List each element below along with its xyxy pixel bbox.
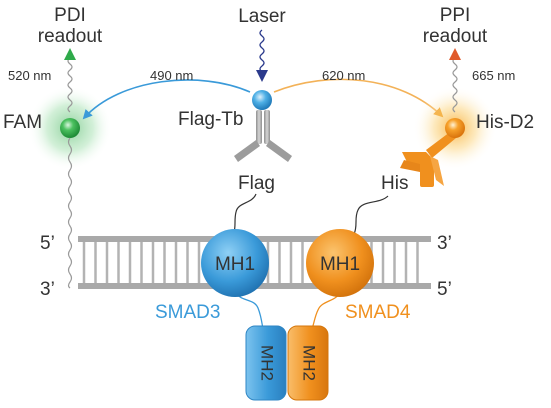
- fam-fluorophore: [60, 118, 80, 138]
- pdi-emission-arrowhead: [64, 48, 76, 60]
- fret-arrow-490: [82, 79, 251, 120]
- fret-arrow-620: [273, 78, 444, 118]
- ppi-readout-line1: PPI: [440, 5, 471, 26]
- his-label: His: [381, 173, 408, 194]
- flag-tag-linker: [233, 193, 257, 233]
- terbium-donor: [252, 90, 272, 110]
- mh2-left-label: MH2: [258, 345, 277, 381]
- pdi-readout-line2: readout: [38, 26, 103, 47]
- dna-top-right-end-label: 3’: [437, 233, 452, 254]
- smad4-mh2-domain: [287, 325, 329, 401]
- wavelength-620-label: 620 nm: [322, 68, 365, 83]
- smad4-mh1-domain: [306, 229, 374, 297]
- smad3-mh1-domain: [201, 229, 269, 297]
- smad4-label: SMAD4: [345, 302, 411, 323]
- ppi-readout-line2: readout: [423, 26, 488, 47]
- dna-bottom-left-end-label: 3’: [40, 279, 55, 300]
- dna-bottom-right-end-label: 5’: [437, 279, 452, 300]
- flag-tb-antibody: [234, 110, 292, 162]
- wavelength-665-label: 665 nm: [472, 68, 515, 83]
- fam-linker: [67, 137, 73, 289]
- laser-excitation-wave: [259, 29, 265, 73]
- laser-arrowhead: [256, 70, 268, 82]
- smad3-label: SMAD3: [155, 302, 220, 323]
- fam-label: FAM: [3, 112, 42, 133]
- his-d2-label: His-D2: [476, 112, 534, 133]
- ppi-emission-arrowhead: [449, 48, 461, 60]
- d2-acceptor: [445, 118, 465, 138]
- mh1-left-label: MH1: [215, 254, 255, 275]
- his-d2-antibody: [400, 132, 456, 187]
- wavelength-490-label: 490 nm: [150, 68, 193, 83]
- mh2-right-label: MH2: [300, 345, 319, 381]
- mh1-right-label: MH1: [320, 254, 360, 275]
- flag-label: Flag: [238, 173, 275, 194]
- laser-label: Laser: [238, 6, 286, 27]
- his-tag-linker: [353, 195, 389, 235]
- wavelength-520-label: 520 nm: [8, 68, 51, 83]
- ppi-emission-wave: [452, 57, 458, 113]
- dna-top-left-end-label: 5’: [40, 233, 55, 254]
- smad3-mh2-domain: [245, 325, 287, 401]
- pdi-emission-wave: [67, 57, 73, 113]
- pdi-readout-line1: PDI: [54, 5, 86, 26]
- flag-tb-label: Flag-Tb: [178, 109, 243, 130]
